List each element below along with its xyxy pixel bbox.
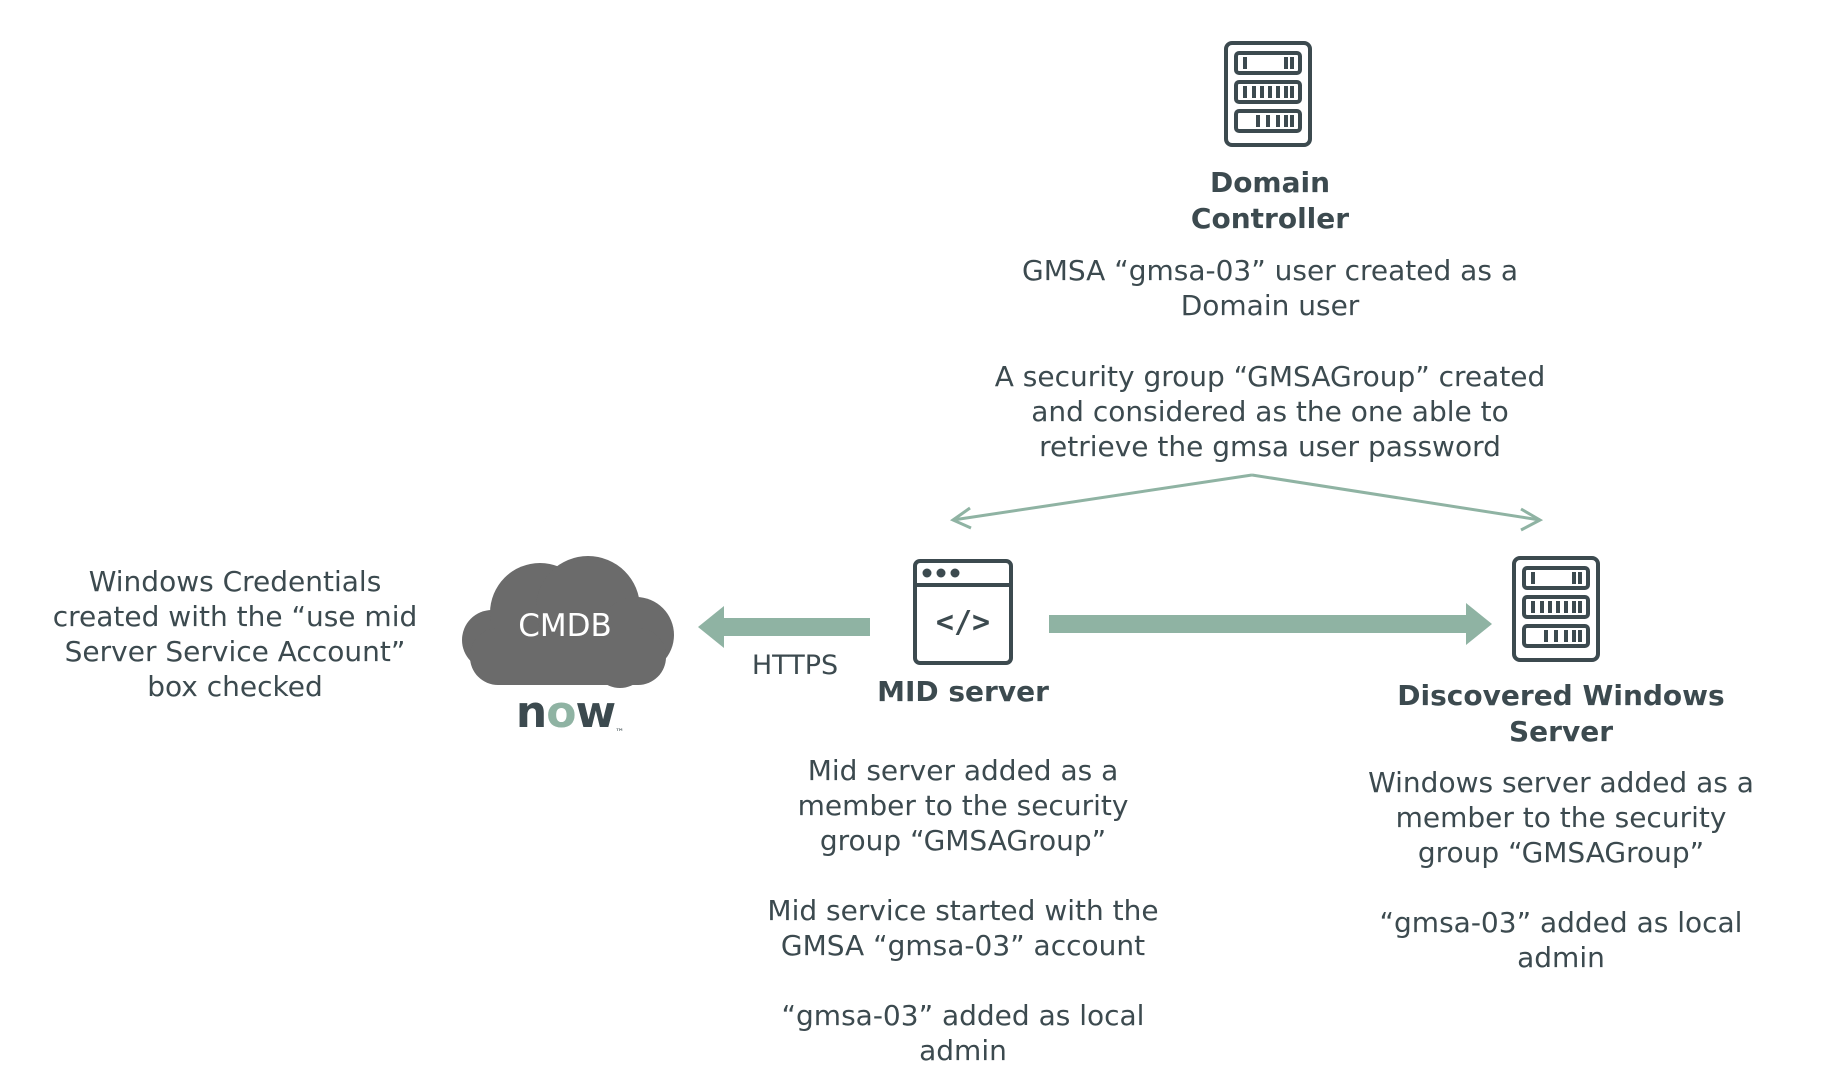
security-group-description: A security group “GMSAGroup” created and… [994,360,1546,463]
mid-server-code-icon: </> [913,559,1013,665]
mid-server-code-glyph: </> [936,605,990,640]
mid-to-server-arrowhead [1466,603,1492,645]
cmdb-label: CMDB [518,608,612,644]
domain-controller-server-icon [1224,41,1312,147]
https-label: HTTPS [751,650,839,681]
domain-controller-description: GMSA “gmsa-03” user created as a Domain … [1022,254,1518,322]
dc-to-server-arrow-line [1251,473,1541,522]
dc-to-mid-arrow-line [952,473,1253,522]
mid-to-server-arrow-shaft [1049,615,1481,633]
cmdb-cloud: CMDB [462,556,674,688]
mid-to-cmdb-arrow-shaft [722,618,870,636]
mid-to-cmdb-arrowhead [698,606,724,648]
mid-server-description: Mid server added as a member to the secu… [767,754,1159,1067]
discovered-server-icon [1512,556,1600,662]
discovered-server-title: Discovered Windows Server [1397,679,1725,748]
dc-to-mid-arrowhead [949,506,972,530]
servicenow-logo-o: o [546,687,576,738]
dc-to-server-arrowhead [1520,507,1544,532]
servicenow-logo-tm: ™ [615,728,625,738]
servicenow-logo: now™ [510,687,630,739]
servicenow-logo-text: now [515,687,616,738]
discovered-server-description: Windows server added as a member to the … [1368,766,1754,974]
mid-server-title: MID server [877,675,1049,708]
windows-credentials-description: Windows Credentials created with the “us… [52,565,418,703]
domain-controller-title: Domain Controller [1190,166,1350,235]
